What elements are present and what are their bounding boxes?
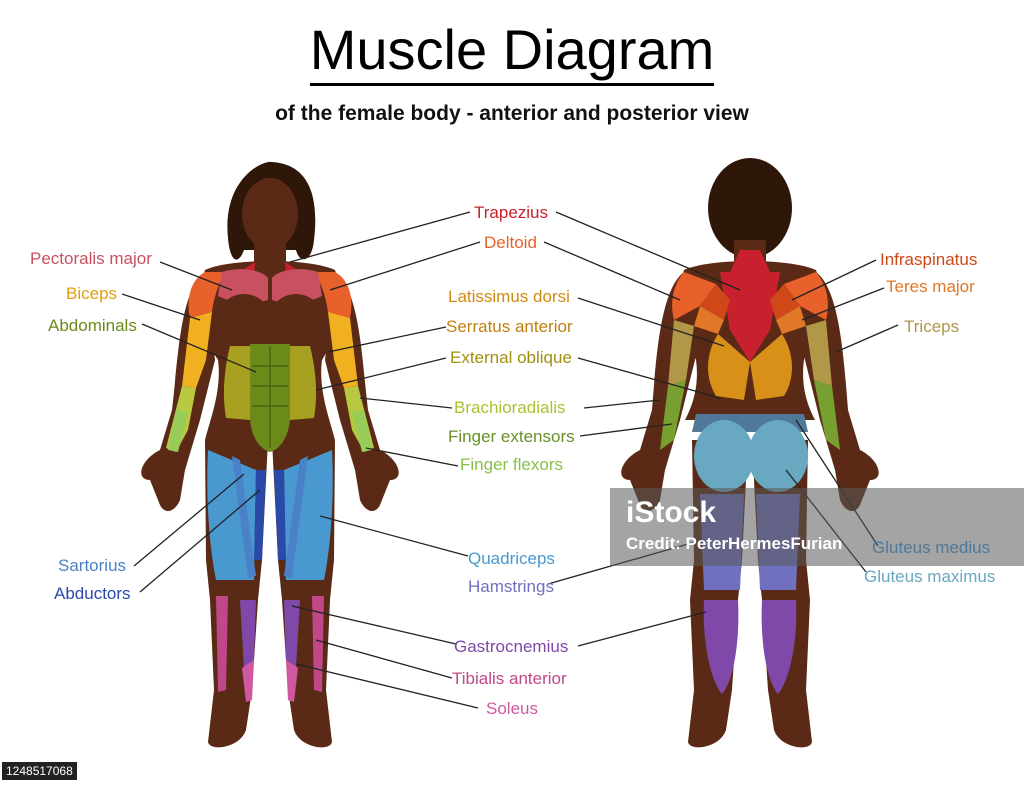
- label-external-oblique: External oblique: [450, 348, 572, 367]
- anterior-quadriceps-right: [284, 450, 333, 580]
- label-gastrocnemius: Gastrocnemius: [454, 637, 569, 656]
- anterior-breast-right: [270, 294, 322, 342]
- posterior-figure: [621, 158, 879, 748]
- anterior-breast-left: [218, 294, 270, 342]
- label-trapezius: Trapezius: [474, 203, 549, 222]
- label-abdominals: Abdominals: [48, 316, 137, 335]
- anterior-head: [242, 178, 298, 250]
- anterior-biceps-right: [328, 312, 358, 388]
- posterior-trapezius: [720, 272, 780, 362]
- anterior-tibialis-left: [216, 596, 228, 692]
- posterior-teres-left: [694, 306, 724, 334]
- label-brachioradialis: Brachioradialis: [454, 398, 566, 417]
- posterior-infraspinatus-left: [700, 284, 730, 320]
- posterior-forearm-left: [660, 380, 686, 450]
- posterior-hair: [708, 158, 792, 258]
- watermark-logo: iStock: [626, 496, 717, 529]
- anterior-oblique-right: [290, 346, 317, 420]
- anterior-soleus-right: [286, 660, 298, 702]
- anterior-oblique-left: [223, 346, 250, 420]
- label-infraspinatus: Infraspinatus: [880, 250, 978, 269]
- posterior-forearm-right: [814, 380, 840, 450]
- anterior-flexor-right: [352, 410, 372, 452]
- posterior-triceps-left: [668, 320, 694, 386]
- anterior-flexor-left: [168, 410, 188, 452]
- label-quadriceps: Quadriceps: [468, 549, 555, 568]
- watermark-band: [610, 488, 1024, 566]
- anterior-sartorius-right: [284, 456, 308, 578]
- posterior-teres-right: [776, 306, 806, 334]
- label-finger-flexors: Finger flexors: [460, 455, 563, 474]
- label-latissimus-dorsi: Latissimus dorsi: [448, 287, 570, 306]
- label-abductors: Abductors: [54, 584, 131, 603]
- posterior-triceps-right: [806, 320, 832, 386]
- anterior-pectoral-right: [272, 269, 322, 303]
- posterior-latissimus-right: [750, 334, 792, 400]
- label-hamstrings: Hamstrings: [468, 577, 554, 596]
- posterior-gluteus-left: [694, 420, 754, 492]
- posterior-gastrocnemius-left: [703, 600, 739, 694]
- label-gluteus-maximus: Gluteus maximus: [864, 567, 996, 586]
- label-soleus: Soleus: [486, 699, 538, 718]
- label-triceps: Triceps: [904, 317, 960, 336]
- diagram-subtitle: of the female body - anterior and poster…: [275, 102, 749, 125]
- posterior-gastrocnemius-right: [761, 600, 797, 694]
- anterior-sartorius-left: [232, 456, 256, 578]
- anterior-biceps-left: [182, 312, 212, 388]
- anterior-deltoid-right: [314, 272, 352, 318]
- label-finger-extensors: Finger extensors: [448, 427, 575, 446]
- label-sartorius: Sartorius: [58, 556, 127, 575]
- anterior-abdominal-lines: [252, 346, 288, 448]
- anterior-figure: [141, 161, 399, 748]
- posterior-infraspinatus-right: [770, 284, 800, 320]
- label-gluteus-medius: Gluteus medius: [872, 538, 991, 557]
- anterior-pectoral-left: [218, 269, 268, 303]
- anterior-gastrocnemius-right: [284, 600, 300, 668]
- anterior-quadriceps-left: [207, 450, 256, 580]
- label-biceps: Biceps: [66, 284, 118, 303]
- posterior-latissimus-left: [708, 334, 750, 400]
- watermark-credit: Credit: PeterHermesFurian: [626, 534, 843, 553]
- label-tibialis-anterior: Tibialis anterior: [452, 669, 567, 688]
- label-pectoralis-major: Pectoralis major: [30, 249, 152, 268]
- anterior-abductor-right: [274, 470, 286, 560]
- posterior-deltoid-left: [672, 272, 716, 320]
- diagram-title: Muscle Diagram: [0, 18, 1024, 86]
- label-teres-major: Teres major: [886, 277, 975, 296]
- anterior-soleus-left: [242, 660, 254, 702]
- stock-id: 1248517068: [2, 762, 77, 780]
- posterior-deltoid-right: [784, 272, 828, 320]
- anterior-trapezius: [240, 262, 300, 276]
- label-deltoid: Deltoid: [484, 233, 537, 252]
- label-serratus-anterior: Serratus anterior: [446, 317, 573, 336]
- posterior-trapezius-upper: [730, 250, 770, 272]
- anterior-gastrocnemius-left: [240, 600, 256, 668]
- posterior-gluteus-right: [748, 420, 808, 492]
